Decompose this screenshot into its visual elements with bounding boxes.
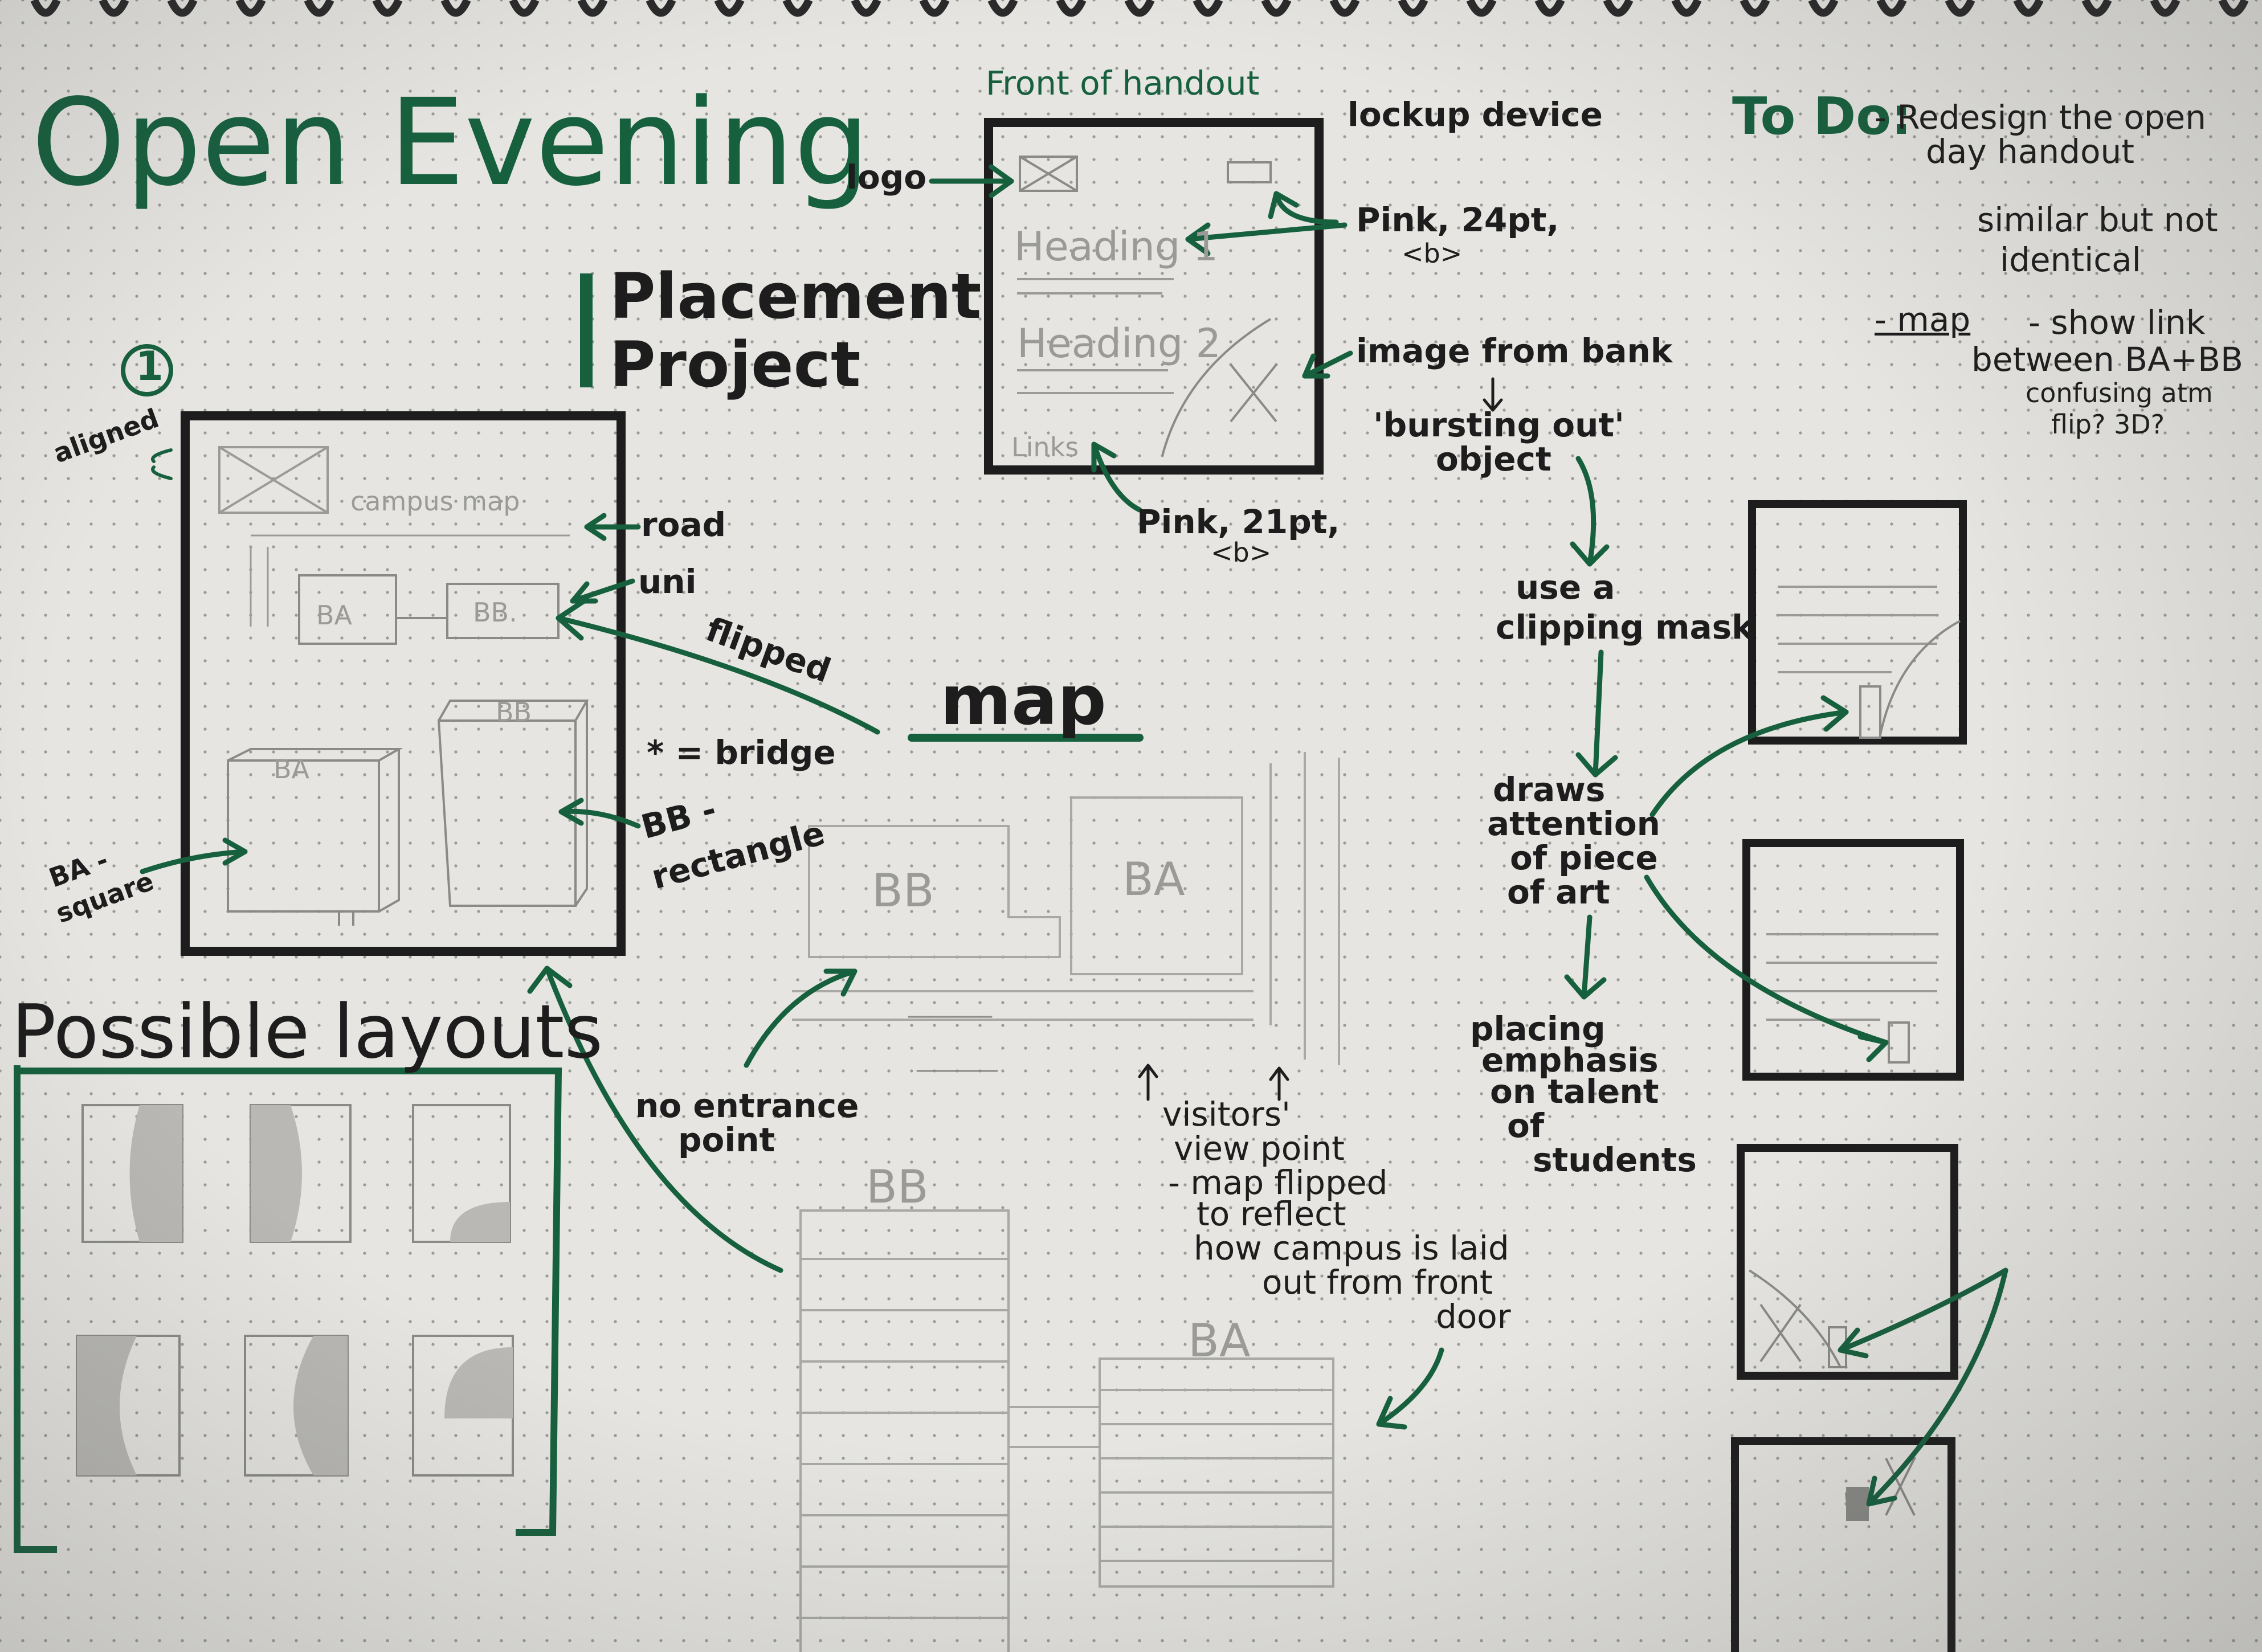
todo-item1-b: day handout bbox=[1926, 132, 2134, 171]
ba-block-label: BA bbox=[273, 754, 310, 784]
handout-front-sketch bbox=[984, 118, 1324, 475]
heading1-note-b: <b> bbox=[1402, 238, 1463, 269]
subtitle-line-1: Placement bbox=[610, 260, 982, 333]
todo-item2-e: flip? 3D? bbox=[2051, 409, 2165, 440]
todo-item1-a: - Redesign the open bbox=[1875, 98, 2206, 137]
map-plan-sketch bbox=[792, 752, 1340, 1652]
logo-label: logo bbox=[846, 158, 927, 197]
handout-heading-2: Heading 2 bbox=[1017, 320, 1222, 367]
bursting-note-b: object bbox=[1436, 440, 1551, 479]
visitors-g: door bbox=[1436, 1297, 1511, 1336]
bursting-note-a: 'bursting out' bbox=[1373, 406, 1624, 444]
no-entrance-b: point bbox=[678, 1121, 775, 1159]
subtitle-line-2: Project bbox=[610, 328, 861, 401]
map-ba-plan: BA bbox=[1122, 853, 1185, 906]
map-bb-plan: BB bbox=[872, 864, 934, 917]
ba-building-label: BA bbox=[316, 600, 353, 631]
handout-caption: Front of handout bbox=[986, 64, 1260, 103]
road-label: road bbox=[641, 505, 726, 544]
campus-map-label: campus map bbox=[350, 486, 520, 517]
uni-label: uni bbox=[638, 562, 697, 601]
flow-step3-a: placing bbox=[1470, 1009, 1606, 1048]
map-ba-top: BA bbox=[1188, 1314, 1251, 1367]
flow-step1-b: clipping mask bbox=[1496, 608, 1754, 647]
todo-item2-c: between BA+BB bbox=[1971, 340, 2243, 379]
possible-layouts-sketch bbox=[14, 1065, 562, 1553]
flow-step2-d: of art bbox=[1507, 873, 1610, 911]
visitors-a: visitors' bbox=[1162, 1095, 1291, 1134]
no-entrance-a: no entrance bbox=[635, 1086, 859, 1125]
visitors-b: view point bbox=[1174, 1129, 1345, 1168]
todo-item1-sub-a: similar but not bbox=[1977, 201, 2218, 239]
placement-bar bbox=[580, 273, 593, 387]
bb-block-label: BB bbox=[496, 697, 532, 727]
bb-building-label: BB. bbox=[473, 597, 517, 628]
handout-links: Links bbox=[1011, 432, 1079, 463]
visitors-f: out from front bbox=[1262, 1263, 1493, 1302]
bridge-label: * = bridge bbox=[647, 733, 836, 772]
clipping-mask-thumbnails bbox=[1731, 500, 1967, 1652]
step-number: 1 bbox=[136, 343, 164, 390]
flow-step3-d: of bbox=[1507, 1106, 1545, 1145]
page-title: Open Evening bbox=[31, 73, 870, 212]
annotation-arrows bbox=[140, 164, 2008, 1507]
visitors-c: - map flipped bbox=[1168, 1163, 1388, 1202]
visitors-e: how campus is laid bbox=[1194, 1229, 1509, 1267]
image-note: image from bank bbox=[1356, 332, 1673, 370]
small-black-arrows bbox=[1138, 377, 1503, 1101]
map-bb-top: BB bbox=[866, 1160, 929, 1213]
flow-step2-b: attention bbox=[1487, 804, 1660, 843]
heading1-note-a: Pink, 24pt, bbox=[1356, 201, 1559, 239]
links-note-b: <b> bbox=[1211, 537, 1272, 568]
spiral-binding bbox=[30, 0, 2249, 17]
flow-step2-c: of piece bbox=[1510, 839, 1658, 877]
todo-item1-sub-b: identical bbox=[2000, 240, 2141, 279]
campus-map-sketch bbox=[181, 411, 626, 956]
lockup-label: lockup device bbox=[1348, 95, 1603, 134]
flow-step3-b: emphasis bbox=[1481, 1041, 1659, 1079]
flow-step2-a: draws bbox=[1493, 770, 1606, 809]
map-heading: map bbox=[940, 661, 1106, 741]
todo-heading: To Do: bbox=[1732, 87, 1912, 146]
visitors-d: to reflect bbox=[1197, 1195, 1346, 1233]
todo-item2-d: confusing atm bbox=[2026, 378, 2213, 408]
step-number-circle bbox=[121, 344, 173, 396]
links-note-a: Pink, 21pt, bbox=[1137, 502, 1340, 541]
todo-item2-b: - show link bbox=[2028, 303, 2206, 342]
todo-item2-a: - map bbox=[1875, 300, 1971, 339]
layouts-heading: Possible layouts bbox=[11, 988, 603, 1075]
flow-step3-c: on talent bbox=[1490, 1072, 1659, 1111]
flow-step3-e: students bbox=[1533, 1140, 1697, 1179]
handout-heading-1: Heading 1 bbox=[1014, 223, 1219, 270]
flow-step1-a: use a bbox=[1516, 568, 1615, 607]
